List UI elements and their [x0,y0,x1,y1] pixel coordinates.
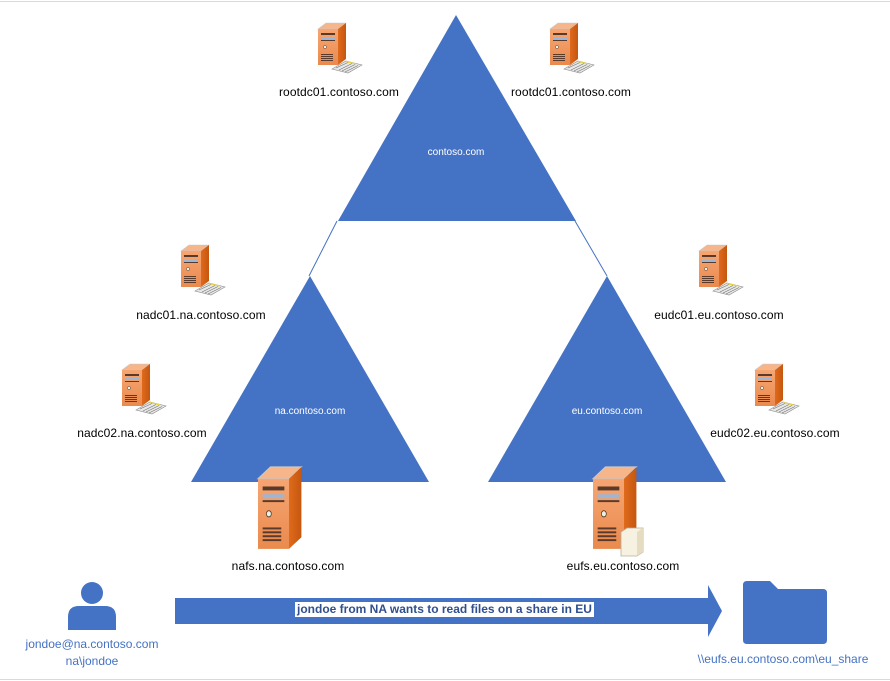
domain-controller-icon [180,244,226,296]
frame-border-bottom [0,679,890,680]
domain-controller-icon [317,22,363,74]
trust-line-root-eu [574,220,608,277]
domain-label-eu: eu.contoso.com [571,406,643,417]
domain-label-contoso: contoso.com [427,147,485,158]
request-arrow-label: jondoe from NA wants to read files on a … [295,602,594,617]
server-label-eudc02: eudc02.eu.contoso.com [710,426,840,440]
user-icon [68,582,116,630]
server-label-eufs: eufs.eu.contoso.com [566,559,680,573]
domain-triangle-eu [488,276,726,482]
domain-controller-icon [754,363,800,415]
folder-badge-icon [620,527,644,557]
domain-controller-icon [121,363,167,415]
server-label-nadc01: nadc01.na.contoso.com [136,308,266,322]
domain-label-na: na.contoso.com [274,406,346,417]
domain-controller-icon [549,22,595,74]
domain-controller-icon [698,244,744,296]
trust-line-root-na [308,220,338,277]
domain-triangle-na [191,276,429,482]
server-label-eudc01: eudc01.eu.contoso.com [654,308,784,322]
server-label-nadc02: nadc02.na.contoso.com [77,426,207,440]
server-label-rootdc-right: rootdc01.contoso.com [510,85,632,99]
user-upn: jondoe@na.contoso.com [25,637,159,651]
frame-border-top [0,1,890,2]
server-label-rootdc-left: rootdc01.contoso.com [278,85,400,99]
user-sam-account: na\jondoe [65,654,119,668]
server-label-nafs: nafs.na.contoso.com [231,559,345,573]
file-server-icon [257,466,303,550]
share-path[interactable]: \\eufs.eu.contoso.com\eu_share [697,652,869,666]
domain-triangle-contoso [338,15,576,221]
folder-icon[interactable] [743,581,827,644]
